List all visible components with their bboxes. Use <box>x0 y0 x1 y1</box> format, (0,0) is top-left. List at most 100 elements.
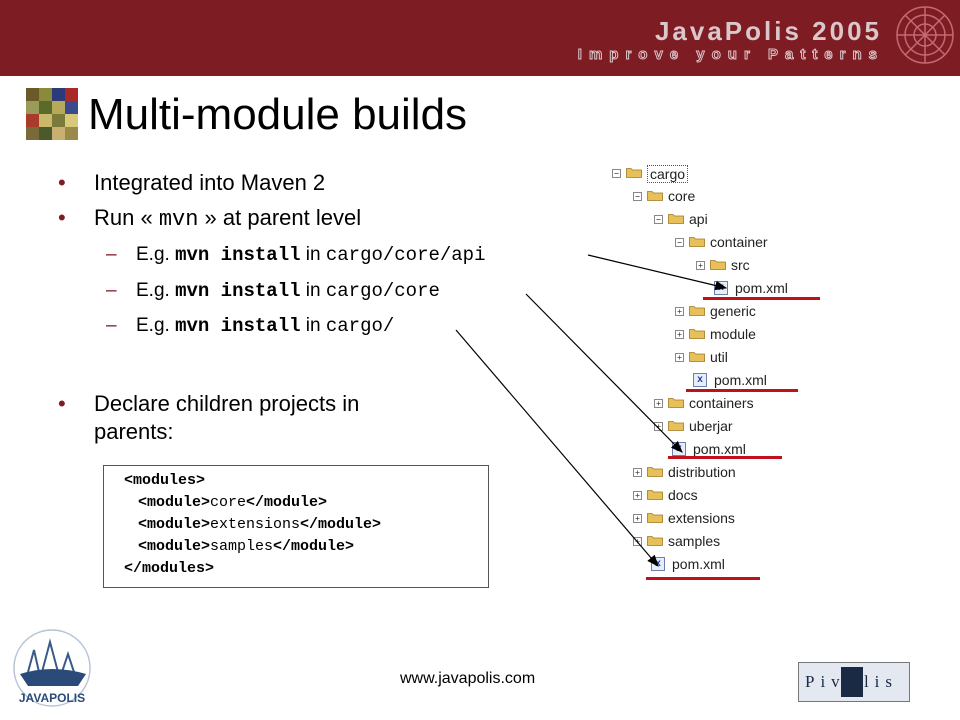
rosette-icon <box>896 6 954 64</box>
sub-item-cargo: – E.g. mvn install in cargo/ <box>106 315 395 337</box>
tree-item-label: util <box>710 349 728 365</box>
expand-icon[interactable]: + <box>633 514 642 523</box>
javapolis-logo: JAVAPOLIS <box>13 629 91 707</box>
folder-icon <box>647 536 663 546</box>
collapse-icon[interactable]: − <box>612 169 621 178</box>
sub-prefix: E.g. <box>136 280 176 301</box>
conference-title: JavaPolis 2005 <box>654 16 882 46</box>
folder-icon <box>710 260 726 270</box>
tree-item-label: container <box>710 234 768 250</box>
tree-item-label: api <box>689 211 708 227</box>
project-folder-icon <box>626 168 642 178</box>
bullet-text: Declare children projects in parents: <box>94 391 360 444</box>
sub-cmd: mvn install <box>175 280 301 302</box>
bullet-integrated: • Integrated into Maven 2 <box>58 170 326 196</box>
pivolis-logo-text: PivOlis <box>805 672 899 691</box>
javapolis-logo-text: JAVAPOLIS <box>19 691 85 705</box>
bullet-prefix: Run « <box>94 205 159 230</box>
sub-path: cargo/ <box>325 315 395 337</box>
sub-dash: – <box>106 280 117 301</box>
folder-icon <box>689 352 705 362</box>
highlight-underline <box>668 456 782 459</box>
code-line: <module>extensions</module> <box>138 516 381 533</box>
expand-icon[interactable]: + <box>696 261 705 270</box>
code-line: <modules> <box>124 472 205 489</box>
sub-mid: in <box>300 280 326 301</box>
tree-item-label: uberjar <box>689 418 733 434</box>
arrow-core <box>525 293 683 453</box>
sub-path: cargo/core <box>325 280 440 302</box>
collapse-icon[interactable]: − <box>675 238 684 247</box>
code-text: extensions <box>210 516 301 533</box>
folder-icon <box>689 329 705 339</box>
folder-icon <box>668 421 684 431</box>
bullet-dot: • <box>58 205 66 230</box>
tree-item-label: samples <box>668 533 721 549</box>
bullet-text: Integrated into Maven 2 <box>94 170 326 195</box>
folder-icon <box>689 237 705 247</box>
tree-item-label: distribution <box>668 464 736 480</box>
expand-icon[interactable]: + <box>675 307 684 316</box>
arrow-cargo <box>455 329 659 567</box>
mosaic-logo-icon <box>26 88 78 140</box>
bullet-dot: • <box>58 170 66 195</box>
conference-subtitle: Improve your Patterns <box>577 46 884 64</box>
sub-dash: – <box>106 244 117 265</box>
tree-item-label: pom.xml <box>714 372 767 388</box>
slide-title: Multi-module builds <box>88 90 468 139</box>
pivolis-logo-block <box>841 667 863 697</box>
expand-icon[interactable]: + <box>633 468 642 477</box>
bullet-declare-children: • Declare children projects in parents: <box>58 390 434 446</box>
highlight-underline <box>703 297 820 300</box>
code-tag-open: </modules> <box>124 560 215 577</box>
code-line: <module>core</module> <box>138 494 327 511</box>
folder-icon <box>647 490 663 500</box>
header-banner: JavaPolis 2005 Improve your Patterns <box>0 0 960 76</box>
sub-cmd: mvn install <box>175 315 301 337</box>
tree-item-label: pom.xml <box>735 280 788 296</box>
highlight-underline <box>686 389 798 392</box>
sub-path: cargo/core/api <box>325 244 486 266</box>
collapse-icon[interactable]: − <box>654 215 663 224</box>
sub-prefix: E.g. <box>136 244 176 265</box>
sub-item-api: – E.g. mvn install in cargo/core/api <box>106 244 486 266</box>
collapse-icon[interactable]: − <box>633 192 642 201</box>
highlight-underline <box>646 577 760 580</box>
expand-icon[interactable]: + <box>654 399 663 408</box>
tree-item-label: cargo <box>647 165 689 183</box>
folder-icon <box>647 467 663 477</box>
sub-prefix: E.g. <box>136 315 176 336</box>
folder-icon <box>647 513 663 523</box>
tree-item-label: generic <box>710 303 756 319</box>
tree-item-label: pom.xml <box>693 441 746 457</box>
code-tag-open: <module> <box>138 516 211 533</box>
code-line: <module>samples</module> <box>138 538 354 555</box>
expand-icon[interactable]: + <box>633 491 642 500</box>
footer-url: www.javapolis.com <box>400 670 536 687</box>
tree-item-label: module <box>710 326 756 342</box>
sub-mid: in <box>300 244 326 265</box>
bullet-dot: • <box>58 391 66 416</box>
modules-code-block: <modules> <module>core</module> <module>… <box>103 465 489 588</box>
code-tag-close: </module> <box>300 516 382 533</box>
sub-cmd: mvn install <box>175 244 301 266</box>
code-tag-open: <module> <box>138 538 211 555</box>
code-line: </modules> <box>124 560 214 577</box>
tree-item-label: docs <box>668 487 698 503</box>
expand-icon[interactable]: + <box>654 422 663 431</box>
arrow-api <box>587 254 728 291</box>
code-tag-close: </module> <box>273 538 355 555</box>
code-tag-close: </module> <box>246 494 328 511</box>
sub-mid: in <box>300 315 326 336</box>
code-text: core <box>210 494 247 511</box>
expand-icon[interactable]: + <box>675 330 684 339</box>
folder-icon <box>689 306 705 316</box>
folder-icon <box>668 214 684 224</box>
mvn-code: mvn <box>158 207 199 232</box>
xml-file-icon: x <box>693 373 707 387</box>
pivolis-logo: PivOlis <box>798 662 910 702</box>
expand-icon[interactable]: + <box>675 353 684 362</box>
sub-item-core: – E.g. mvn install in cargo/core <box>106 280 440 302</box>
code-tag-open: <modules> <box>124 472 206 489</box>
